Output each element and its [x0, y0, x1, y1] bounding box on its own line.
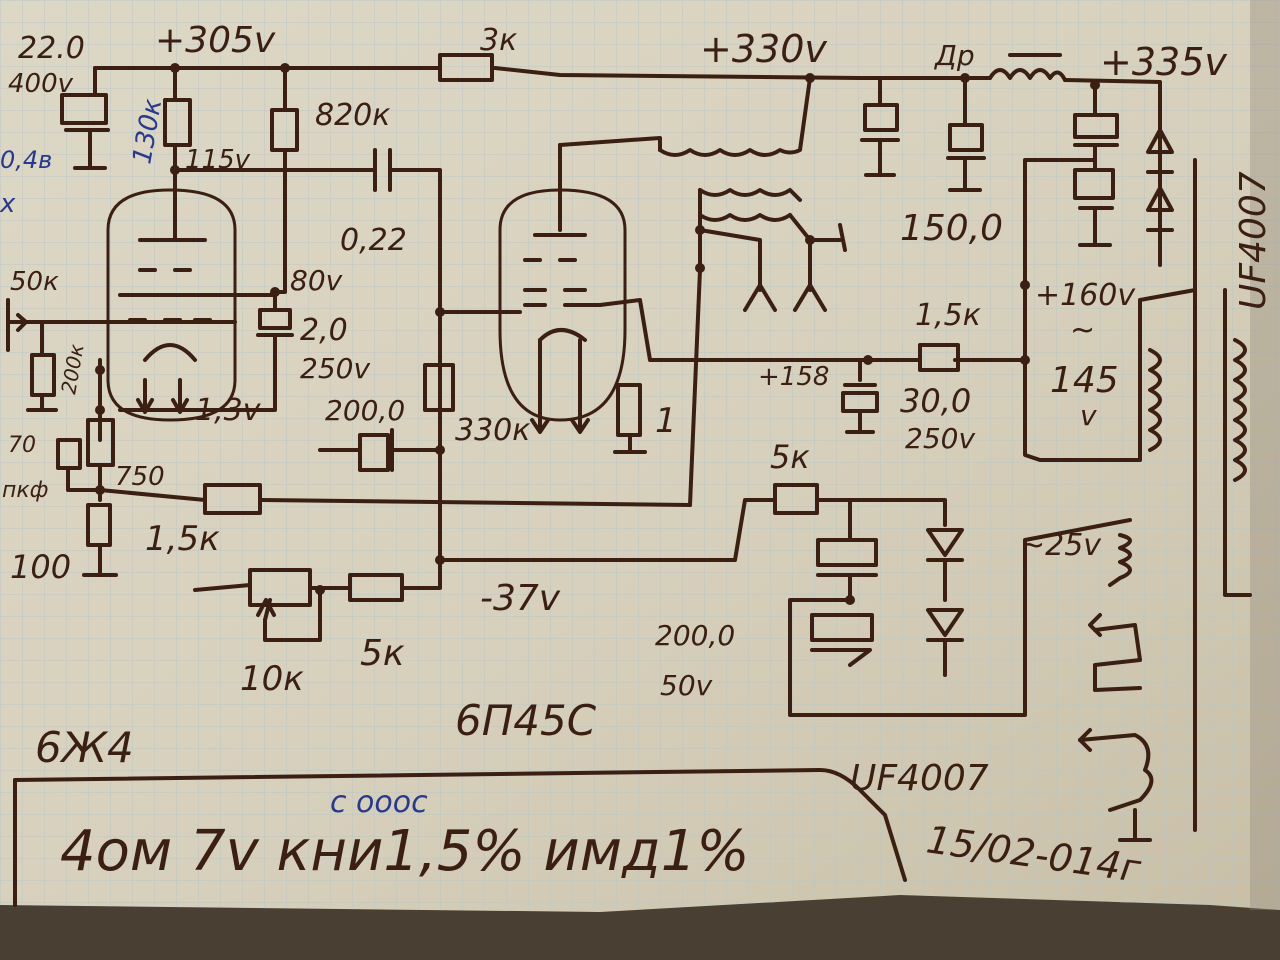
label-blue-left-a: 0,4в: [0, 146, 52, 174]
label-r-cathode-1: 750: [115, 462, 165, 492]
label-v-cathode: 1,3v: [195, 393, 262, 428]
label-v-rectified: +335v: [1100, 40, 1227, 84]
label-c-cathode-1: 200,0: [325, 394, 405, 427]
label-c-coupling: 0,22: [340, 223, 407, 258]
label-c-filter-150: 150,0: [900, 208, 1003, 249]
label-r-feedback: 1,5к: [145, 519, 220, 559]
label-c-input-voltage: 400v: [8, 69, 74, 99]
label-v-160: +160v: [1035, 278, 1136, 313]
label-c-fb-unit: пкф: [2, 478, 48, 503]
label-r-bias-supply: 5к: [770, 438, 810, 476]
label-tube-2: 6П45С: [455, 696, 597, 745]
label-pot-bias: 10к: [240, 659, 304, 699]
label-c-filter-value: 30,0: [900, 382, 971, 420]
label-c-filter-voltage: 250v: [905, 422, 975, 455]
label-v-bias: -37v: [480, 578, 561, 619]
label-spec-main: 4ом 7v кни1,5% имд1%: [60, 819, 750, 884]
label-v-145-b: v: [1080, 399, 1097, 432]
label-r-series-top: 3к: [480, 23, 517, 58]
label-heater-r: 1: [655, 401, 677, 441]
label-v-158: +158: [758, 362, 829, 392]
label-v-ac-25: ~25v: [1020, 528, 1102, 563]
label-r-cathode-2: 100: [10, 548, 71, 586]
label-diode-bottom: UF4007: [850, 758, 989, 799]
label-blue-left-b: x: [0, 189, 16, 219]
label-tube-1: 6Ж4: [35, 723, 134, 772]
label-v-anode-1: 115v: [185, 145, 251, 175]
label-r-158: 1,5к: [915, 298, 981, 333]
label-r-bias-in: 50к: [10, 267, 59, 297]
label-ac-symbol: ~: [1070, 313, 1095, 348]
label-c-bias-value: 200,0: [655, 619, 735, 652]
label-c-screen-voltage: 250v: [300, 352, 370, 385]
label-r-bias: 5к: [360, 633, 405, 674]
label-r-screen: 820к: [315, 98, 390, 133]
label-c-bias-voltage: 50v: [660, 669, 713, 702]
label-c-input-value: 22.0: [18, 31, 85, 66]
label-c-screen-value: 2,0: [300, 313, 348, 348]
label-diode-right: UF4007: [1233, 171, 1274, 310]
label-spec-annotation: c ооос: [330, 785, 428, 820]
label-v-screen-1: 80v: [290, 264, 343, 297]
label-choke: Др: [933, 39, 975, 72]
label-v-145-a: 145: [1050, 360, 1119, 401]
label-r-grid-2: 330к: [455, 413, 530, 448]
label-v-anode-supply: +305v: [155, 20, 276, 61]
label-c-fb-value: 70: [8, 433, 36, 458]
label-v-b-plus: +330v: [700, 27, 827, 71]
